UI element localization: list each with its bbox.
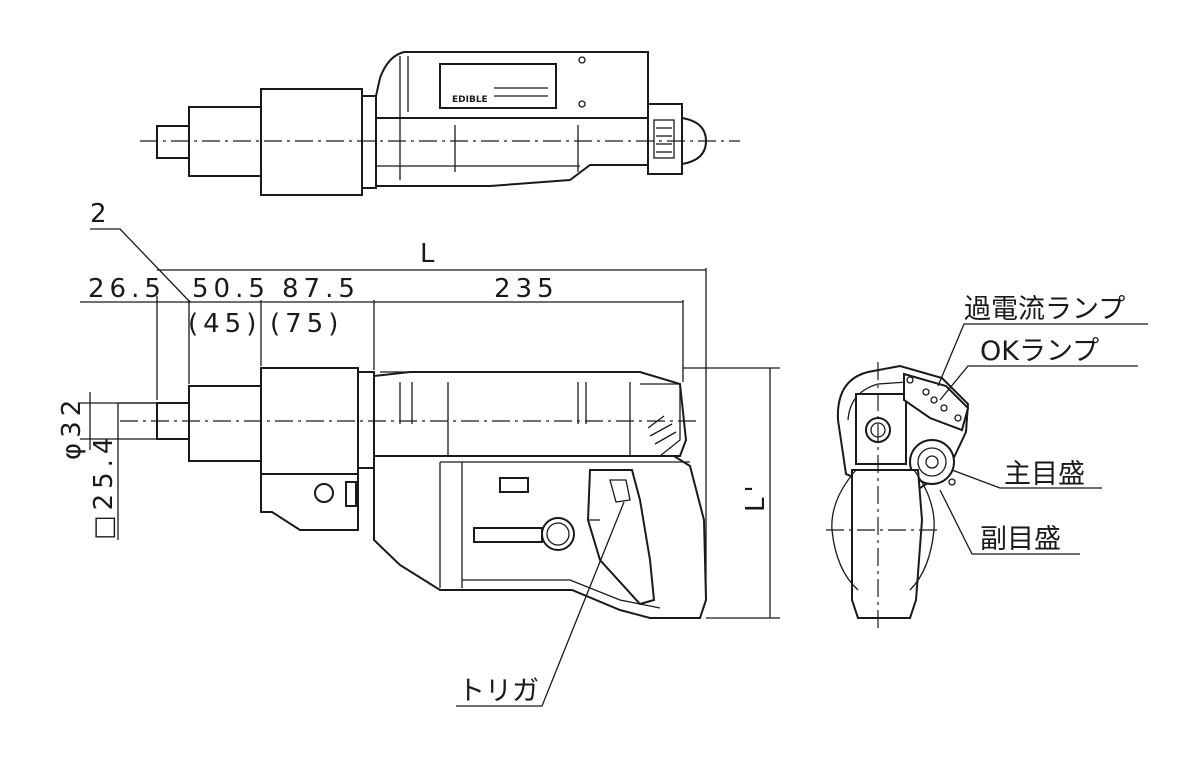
dim-seg-3-alt: (75) xyxy=(270,309,343,339)
forward-reverse-switch xyxy=(473,527,543,543)
label-main-scale: 主目盛 xyxy=(1004,459,1085,490)
dim-diameter: φ32 xyxy=(57,395,87,460)
side-motor-housing xyxy=(373,371,688,457)
label-overcurrent-lamp: 過電流ランプ xyxy=(964,294,1125,325)
callout-labels: 過電流ランプ OKランプ 主目盛 副目盛 トリガ xyxy=(458,294,1125,707)
main-scale-leader xyxy=(951,469,1102,489)
chamfer-leader xyxy=(90,228,191,303)
dim-chamfer: 2 xyxy=(90,199,112,229)
top-rear-cap xyxy=(647,103,683,175)
dim-height: L' xyxy=(741,480,771,512)
nameplate-brand: EDIBLE xyxy=(452,95,488,105)
dimension-lines xyxy=(80,228,1148,707)
dim-square: □25.4 xyxy=(89,433,119,540)
side-view xyxy=(120,367,708,619)
sub-scale-leader xyxy=(939,489,1080,555)
top-view: EDIBLE xyxy=(140,51,740,196)
dim-seg-3: 87.5 xyxy=(282,274,360,304)
overcurrent-lamp xyxy=(922,388,930,396)
dim-overall-length: L xyxy=(420,239,440,269)
ok-leader xyxy=(939,365,1138,401)
dimension-text: 2 L 26.5 50.5 87.5 235 (45) (75) φ32 □25… xyxy=(57,199,771,540)
dim-seg-2-alt: (45) xyxy=(188,309,261,339)
overcurrent-leader xyxy=(937,323,1148,387)
dim-seg-2: 50.5 xyxy=(192,274,270,304)
label-ok-lamp: OKランプ xyxy=(980,336,1099,367)
dim-seg-4: 235 xyxy=(494,274,559,304)
dim-seg-1: 26.5 xyxy=(88,274,166,304)
top-gear-head xyxy=(260,88,363,196)
trigger xyxy=(586,469,656,606)
main-scale-dial xyxy=(909,439,955,485)
side-adapter xyxy=(188,385,262,462)
top-nameplate xyxy=(439,63,557,109)
trigger-leader xyxy=(456,501,625,707)
top-square-drive xyxy=(156,125,190,159)
label-trigger: トリガ xyxy=(458,676,539,707)
end-view xyxy=(826,362,970,630)
ok-lamp xyxy=(930,396,938,404)
label-sub-scale: 副目盛 xyxy=(980,524,1061,555)
end-grip xyxy=(851,469,924,619)
indicator-window xyxy=(499,477,529,493)
